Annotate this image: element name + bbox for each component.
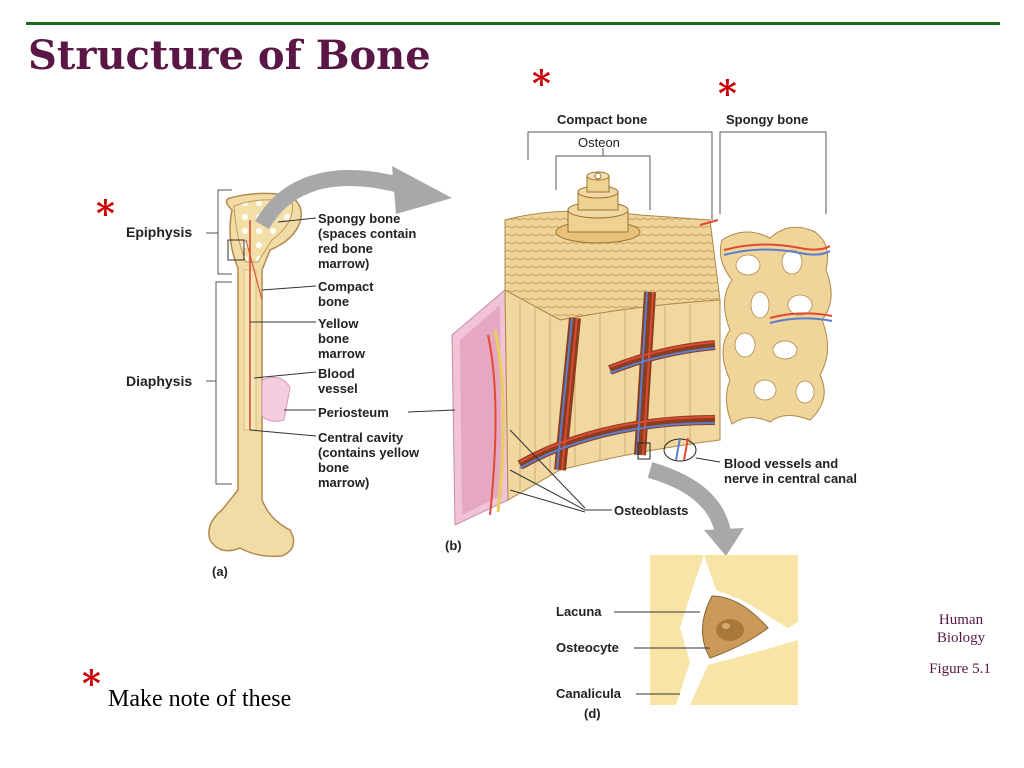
compact-bone-block xyxy=(451,171,721,526)
label-blood-vessel: Blood vessel xyxy=(318,366,358,396)
title-rule xyxy=(26,22,1000,25)
note-star-compact: * xyxy=(532,63,551,105)
note-star-footnote: * xyxy=(82,663,101,705)
label-spongy-bone-b: Spongy bone xyxy=(726,112,809,127)
note-star-epiphysis: * xyxy=(96,193,115,235)
label-yellow-marrow: Yellow bone marrow xyxy=(318,316,365,361)
label-blood-vessels-nerve: Blood vessels and nerve in central canal xyxy=(724,456,857,486)
osteocyte-panel xyxy=(650,555,798,705)
label-lacuna: Lacuna xyxy=(556,604,602,619)
label-diaphysis: Diaphysis xyxy=(126,373,193,389)
label-canalicula: Canalicula xyxy=(556,686,622,701)
spongy-bone-block xyxy=(699,212,840,430)
label-spongy-bone-a: Spongy bone (spaces contain red bone mar… xyxy=(318,211,417,271)
label-osteoblasts: Osteoblasts xyxy=(614,503,689,518)
note-star-spongy: * xyxy=(718,73,737,115)
footnote-text: Make note of these xyxy=(108,686,292,712)
label-compact-bone-b: Compact bone xyxy=(557,112,648,127)
panel-label-b: (b) xyxy=(445,538,462,553)
long-bone xyxy=(206,189,317,558)
label-periosteum: Periosteum xyxy=(318,405,389,420)
label-osteon: Osteon xyxy=(578,135,620,150)
slide-title: Structure of Bone xyxy=(28,32,431,79)
panel-label-a: (a) xyxy=(212,564,228,579)
credit-line2: Biology xyxy=(936,630,986,646)
label-central-cavity: Central cavity (contains yellow bone mar… xyxy=(318,430,420,490)
credit-line1: Human xyxy=(938,612,984,628)
credit-figure: Figure 5.1 xyxy=(929,661,991,677)
label-epiphysis: Epiphysis xyxy=(126,224,193,240)
label-compact-bone-a: Compact bone xyxy=(318,279,374,309)
panel-label-d: (d) xyxy=(584,706,601,721)
label-osteocyte: Osteocyte xyxy=(556,640,619,655)
